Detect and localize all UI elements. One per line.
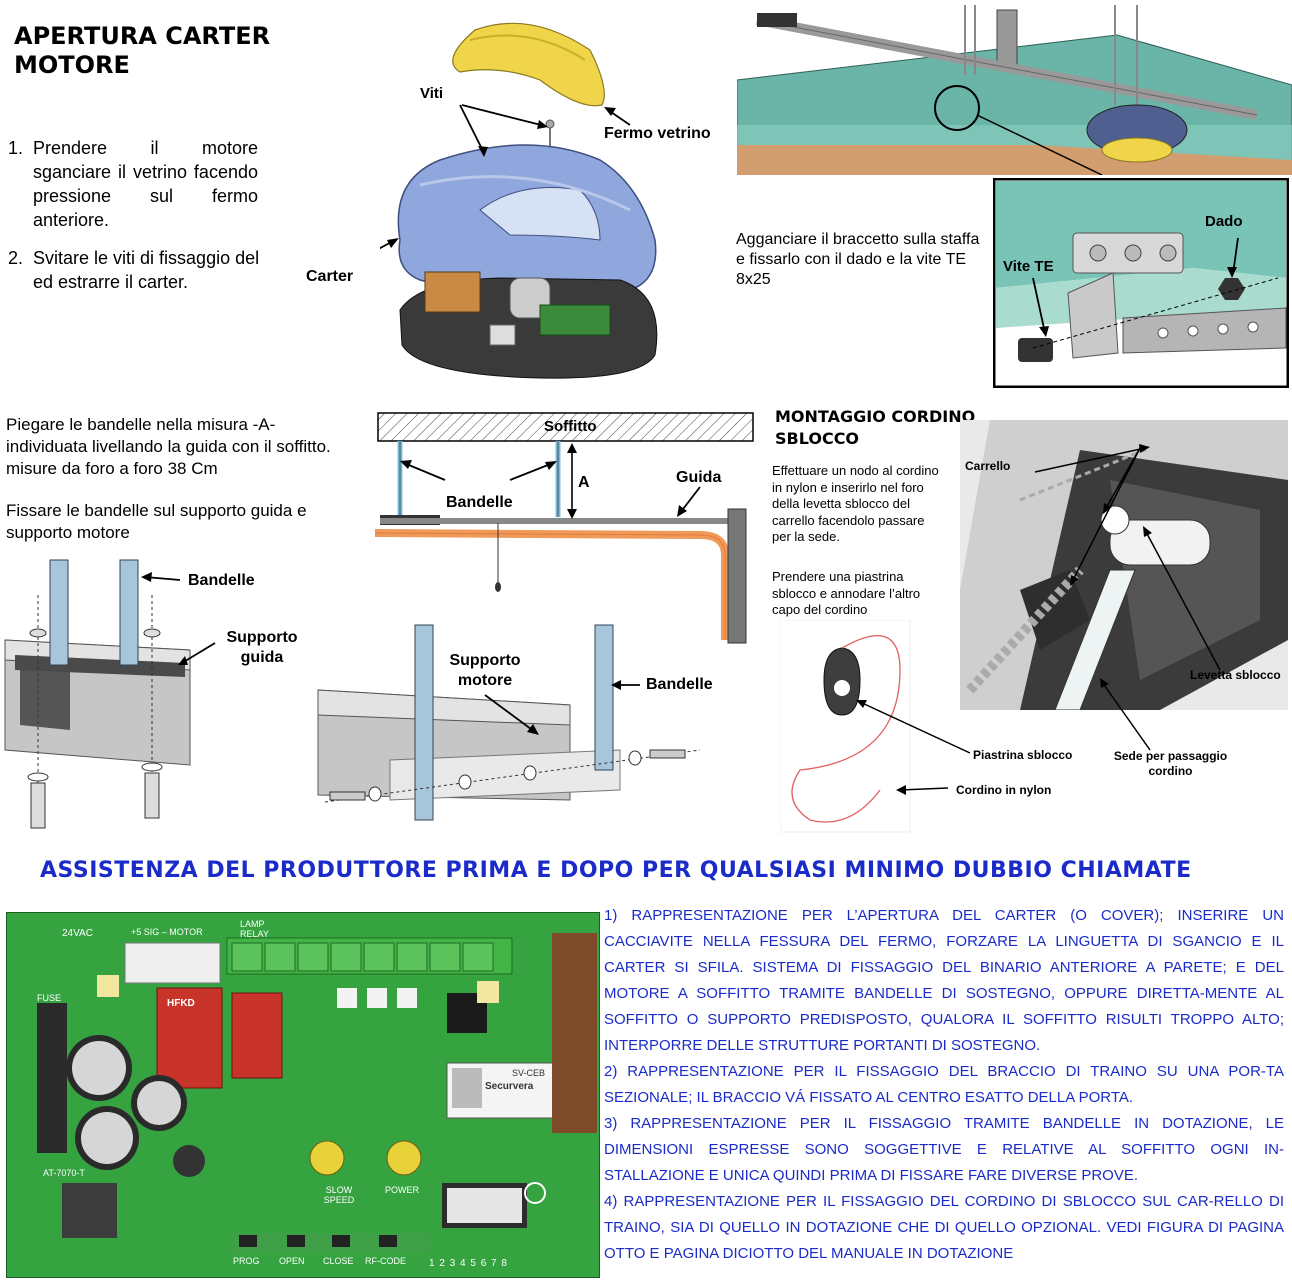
bracket-detail-illustration	[993, 178, 1289, 388]
label-a: A	[578, 474, 590, 491]
label-cordino-nylon: Cordino in nylon	[956, 783, 1052, 797]
section1-title-line2: MOTORE	[14, 51, 130, 79]
step-2-text: Svitare le viti di fissaggio del ed estr…	[33, 248, 260, 292]
board-label-dip-numbers: 1 2 3 4 5 6 7 8	[429, 1258, 508, 1269]
label-carrello: Carrello	[965, 459, 1011, 473]
board-label-prog: PROG	[233, 1256, 260, 1266]
label-supporto-motore: Supporto motore	[449, 652, 521, 689]
section4-title-line1: MONTAGGIO CORDINO	[775, 407, 976, 426]
section4-title: MONTAGGIO CORDINO SBLOCCO	[775, 406, 975, 450]
board-label-fuse: FUSE	[37, 993, 62, 1003]
board-label-hfkd: HFKD	[167, 998, 195, 1009]
section1-title-line1: APERTURA CARTER	[14, 22, 271, 50]
label-supporto-guida: Supporto guida	[226, 629, 298, 666]
note-4: 4) RAPPRESENTAZIONE PER IL FISSAGGIO DEL…	[604, 1193, 1284, 1262]
label-levetta-sblocco: Levetta sblocco	[1190, 668, 1281, 682]
step-2-num: 2.	[8, 248, 24, 268]
motor-exploded-illustration	[380, 22, 658, 379]
section4-title-line2: SBLOCCO	[775, 429, 860, 448]
section2-instruction: Agganciare il braccetto sulla staffa e f…	[736, 231, 980, 288]
carriage-illustration	[960, 420, 1288, 710]
label-sede-cordino: Sede per passaggio cordino	[1113, 749, 1228, 778]
label-vite-te: Vite TE	[1003, 258, 1054, 275]
section4-text1: Effettuare un nodo al cordino in nylon e…	[772, 463, 939, 544]
section4-text2: Prendere una piastrina sblocco e annodar…	[772, 569, 921, 617]
note-1: 1) RAPPRESENTAZIONE PER L’APERTURA DEL C…	[604, 907, 1284, 1054]
board-label-sv-ceb: SV-CEB	[512, 1068, 546, 1078]
board-label-brand: Securvera	[485, 1081, 534, 1092]
step-1-text: Prendere il motore sganciare il vetrino …	[33, 138, 258, 230]
board-label-power: POWER	[385, 1185, 420, 1195]
section3-text2: Fissare le bandelle sul supporto guida e…	[6, 501, 307, 542]
board-components	[7, 913, 599, 1277]
guide-support-illustration	[4, 559, 216, 829]
step-2: 2. Svitare le viti di fissaggio del ed e…	[8, 246, 278, 294]
label-viti: Viti	[420, 85, 444, 102]
label-guida: Guida	[676, 469, 722, 486]
motor-support-illustration	[317, 624, 701, 821]
label-piastrina-sblocco: Piastrina sblocco	[973, 748, 1073, 762]
label-bandelle-motor: Bandelle	[646, 676, 713, 693]
board-label-motor: +5 SIG – MOTOR	[131, 927, 203, 937]
step-1-num: 1.	[8, 138, 24, 158]
note-2: 2) RAPPRESENTAZIONE PER IL FISSAGGIO DEL…	[604, 1063, 1284, 1106]
door-arm-illustration	[737, 5, 1292, 175]
control-board-photo: 24VAC +5 SIG – MOTOR LAMP RELAY FUSE HFK…	[6, 912, 600, 1278]
assistance-banner: ASSISTENZA DEL PRODUTTORE PRIMA E DOPO P…	[40, 858, 1192, 883]
board-label-lamp-relay: LAMP RELAY	[240, 919, 269, 939]
step-1: 1. Prendere il motore sganciare il vetri…	[8, 136, 268, 232]
notes-block: 1) RAPPRESENTAZIONE PER L’APERTURA DEL C…	[604, 903, 1284, 1267]
label-fermo-vetrino: Fermo vetrino	[604, 125, 711, 142]
label-carter: Carter	[306, 268, 354, 285]
board-label-close: CLOSE	[323, 1256, 354, 1266]
board-label-rf-code: RF-CODE	[365, 1256, 406, 1266]
label-bandelle-ceiling: Bandelle	[446, 494, 513, 511]
section3-text1: Piegare le bandelle nella misura -A- ind…	[6, 415, 331, 478]
ceiling-diagram	[374, 412, 754, 644]
board-label-slow-speed: SLOW SPEED	[323, 1185, 355, 1205]
label-dado: Dado	[1205, 213, 1243, 230]
note-3: 3) RAPPRESENTAZIONE PER IL FISSAGGIO TRA…	[604, 1115, 1284, 1184]
label-soffitto: Soffitto	[544, 418, 597, 435]
label-bandelle-guide: Bandelle	[188, 572, 255, 589]
unlock-cord-illustration	[780, 620, 1151, 833]
board-label-model: AT-7070-T	[43, 1168, 85, 1178]
board-label-open: OPEN	[279, 1256, 305, 1266]
board-label-24vac: 24VAC	[62, 928, 93, 939]
section1-title: APERTURA CARTER MOTORE	[14, 22, 270, 80]
